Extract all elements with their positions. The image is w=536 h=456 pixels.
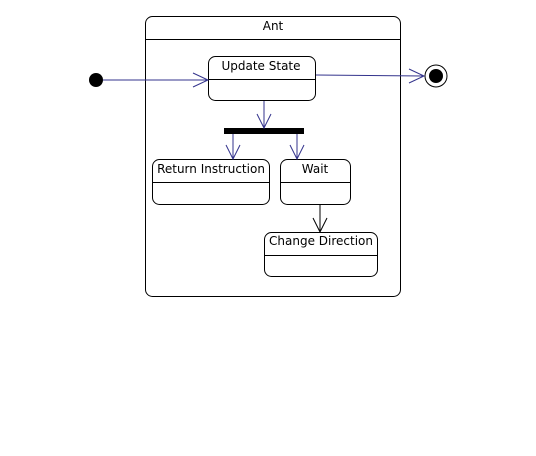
transition-wait-to-change-direction[interactable] <box>312 205 328 234</box>
transition-fork-to-wait[interactable] <box>289 134 305 161</box>
fork-bar[interactable] <box>224 128 304 134</box>
final-state-node[interactable] <box>424 64 448 88</box>
transition-update-state-to-final[interactable] <box>315 68 426 84</box>
composite-state-title: Ant <box>263 19 284 33</box>
state-update-state[interactable]: Update State <box>208 56 316 101</box>
state-change-direction[interactable]: Change Direction <box>264 232 378 277</box>
initial-state-node[interactable] <box>89 73 103 87</box>
state-label-return-instruction: Return Instruction <box>157 162 265 176</box>
state-wait[interactable]: Wait <box>280 159 351 205</box>
transition-fork-to-return-instruction[interactable] <box>225 134 241 161</box>
state-label-wait: Wait <box>302 162 329 176</box>
transition-initial-to-update-state[interactable] <box>103 72 210 88</box>
state-label-change-direction: Change Direction <box>269 234 373 248</box>
state-return-instruction[interactable]: Return Instruction <box>152 159 270 205</box>
state-label-update-state: Update State <box>221 59 300 73</box>
transition-update-state-to-fork[interactable] <box>256 101 272 130</box>
